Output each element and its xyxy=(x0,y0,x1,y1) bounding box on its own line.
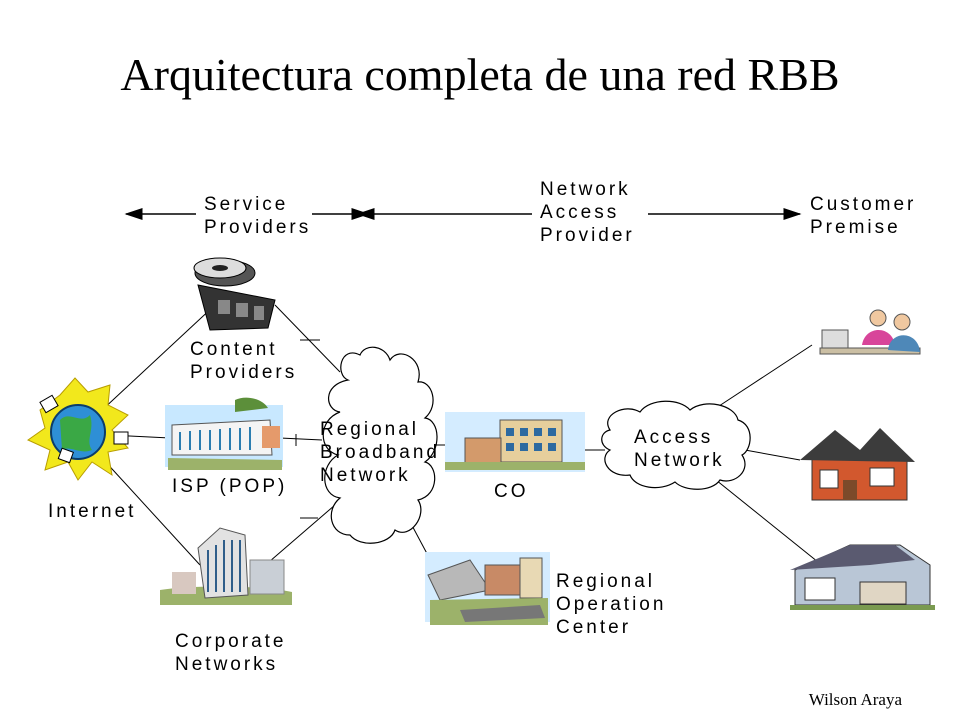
isp-pop-label: ISP (POP) xyxy=(172,476,288,497)
suburban-house-icon xyxy=(790,544,935,610)
connection-lines xyxy=(99,304,819,579)
corporate-building-icon xyxy=(160,527,292,605)
house-icon xyxy=(800,428,915,501)
isp-building-icon xyxy=(165,397,283,470)
film-reel-icon xyxy=(193,257,276,331)
regional-broadband-cloud xyxy=(322,346,438,544)
co-label: CO xyxy=(494,481,529,502)
office-workers-icon xyxy=(819,309,921,355)
page-title: Arquitectura completa de una red RBB xyxy=(120,49,840,100)
globe-icon xyxy=(26,377,129,481)
author-footer: Wilson Araya xyxy=(808,690,902,709)
access-network-cloud xyxy=(601,400,751,490)
internet-label: Internet xyxy=(48,501,137,522)
central-office-icon xyxy=(445,412,585,472)
operation-center-icon xyxy=(425,552,550,625)
